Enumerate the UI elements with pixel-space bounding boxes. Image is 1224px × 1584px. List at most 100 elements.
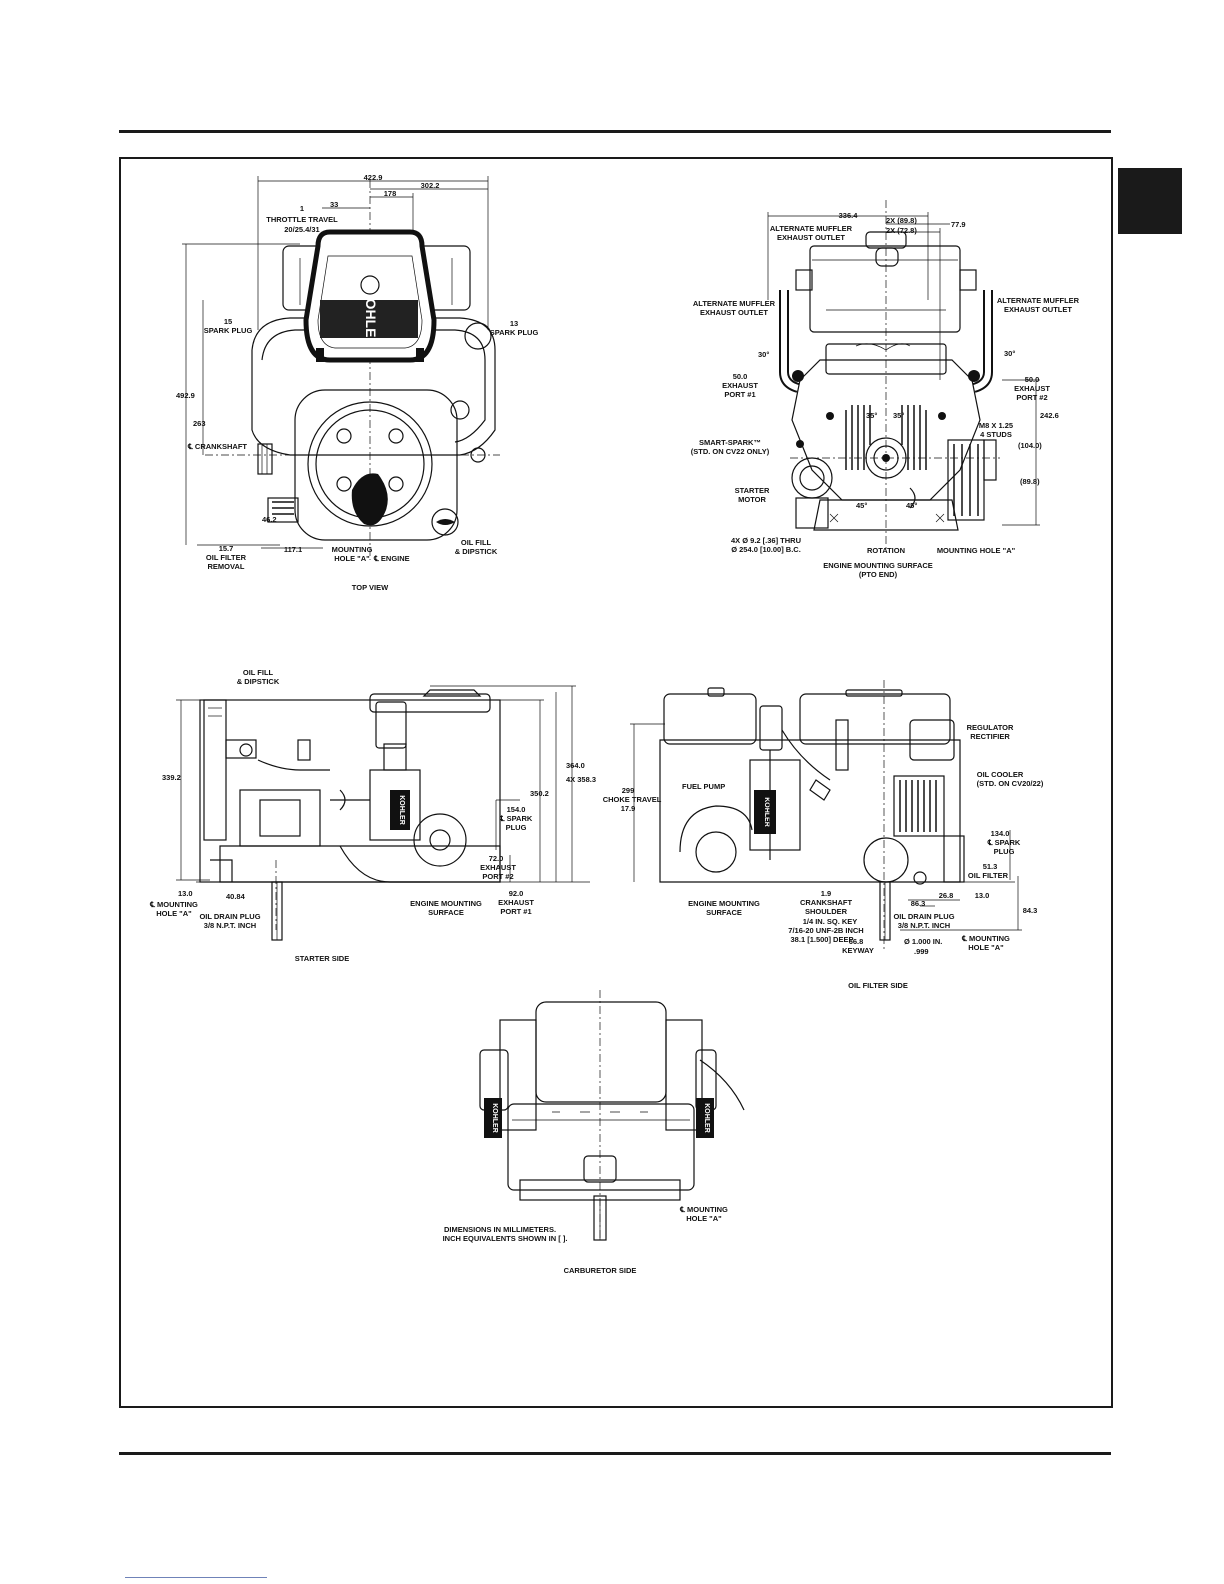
ss-dim-4x358: 4X 358.3 xyxy=(566,775,596,784)
pto-starter-l1: STARTER xyxy=(735,486,770,495)
pto-dim-2x72: 2X (72.8) xyxy=(886,226,917,235)
carb-brand-a: KOHLER xyxy=(491,1103,498,1133)
pto-alt-left-l2: EXHAUST OUTLET xyxy=(700,308,768,317)
of-choke-l1: CHOKE TRAVEL xyxy=(603,795,662,804)
top-oilfilter-num: 15.7 xyxy=(219,544,234,553)
pto-angle-35b: 35° xyxy=(893,411,904,420)
of-spark-num: 134.0 xyxy=(991,829,1010,838)
pto-ex2-l2: PORT #2 xyxy=(1016,393,1047,402)
ss-spark-l1: ℄ SPARK xyxy=(499,814,533,823)
top-oilfill-l2: & DIPSTICK xyxy=(455,547,498,556)
ss-mount-l2: HOLE "A" xyxy=(156,909,192,918)
top-dim-263: 263 xyxy=(193,419,206,428)
ss-ex2-num: 72.0 xyxy=(489,854,504,863)
top-throttle-label: THROTTLE TRAVEL xyxy=(266,215,338,224)
svg-text:KOHLER: KOHLER xyxy=(398,795,405,825)
top-spark13-num: 13 xyxy=(510,319,518,328)
ss-caption: STARTER SIDE xyxy=(295,954,349,963)
pto-ex2-l1: EXHAUST xyxy=(1014,384,1050,393)
of-choke-num: 299 xyxy=(622,786,635,795)
ss-mount-l1: ℄ MOUNTING xyxy=(149,900,198,909)
ss-ex2-l1: EXHAUST xyxy=(480,863,516,872)
ss-dim-13: 13.0 xyxy=(178,889,193,898)
of-dim-1-9: 1.9 xyxy=(821,889,831,898)
top-mount-l2: HOLE "A" xyxy=(334,554,370,563)
top-spark15-label: SPARK PLUG xyxy=(204,326,253,335)
of-ems-l2: SURFACE xyxy=(706,908,742,917)
top-dim-33: 33 xyxy=(330,200,338,209)
starter-side-view: KOHLER OIL FILL & DIPSTICK 339.2 364.0 4… xyxy=(149,668,596,963)
pto-ex1-l1: EXHAUST xyxy=(722,381,758,390)
pto-end-view: 336.4 2X (89.8) 77.9 2X (72.8) ALTERNATE… xyxy=(691,200,1080,579)
of-dim-13: 13.0 xyxy=(975,891,990,900)
carb-brand-b: KOHLER xyxy=(703,1103,710,1133)
carb-caption: CARBURETOR SIDE xyxy=(564,1266,637,1275)
top-throttle-num: 1 xyxy=(300,204,304,213)
pto-holes-l2: Ø 254.0 [10.00] B.C. xyxy=(731,545,801,554)
of-dim-86: 86.3 xyxy=(911,899,926,908)
pto-caption-l1: ENGINE MOUNTING SURFACE xyxy=(823,561,933,570)
top-dim-492: 492.9 xyxy=(176,391,195,400)
pto-angle-45b: 45° xyxy=(906,501,917,510)
pto-dim-104: (104.0) xyxy=(1018,441,1042,450)
ss-spark-num: 154.0 xyxy=(507,805,526,814)
ss-ex2-l2: PORT #2 xyxy=(482,872,513,881)
top-engine-cl: ℄ ENGINE xyxy=(373,554,410,563)
pto-ex1-num: 50.0 xyxy=(733,372,748,381)
ss-drain-l1: OIL DRAIN PLUG xyxy=(199,912,260,921)
top-spark13-label: SPARK PLUG xyxy=(490,328,539,337)
of-spark-l2: PLUG xyxy=(994,847,1015,856)
footer-link xyxy=(125,1577,267,1578)
ss-dim-350: 350.2 xyxy=(530,789,549,798)
pto-smart-l1: SMART-SPARK™ xyxy=(699,438,761,447)
section-tab xyxy=(1118,168,1182,234)
pto-starter-l2: MOTOR xyxy=(738,495,766,504)
top-view-caption: TOP VIEW xyxy=(352,583,389,592)
ss-ems-l1: ENGINE MOUNTING xyxy=(410,899,482,908)
pto-alt-right-l2: EXHAUST OUTLET xyxy=(1004,305,1072,314)
pto-angle-30b: 30° xyxy=(1004,349,1015,358)
of-dim-26: 26.8 xyxy=(939,891,954,900)
top-dim-46: 46.2 xyxy=(262,515,277,524)
of-reg-l2: RECTIFIER xyxy=(970,732,1010,741)
top-dim-117: 117.1 xyxy=(284,545,302,554)
ss-spark-l2: PLUG xyxy=(506,823,527,832)
ss-dim-339: 339.2 xyxy=(162,773,181,782)
top-mount-l1: MOUNTING xyxy=(332,545,373,554)
oil-filter-side-view: KOHLER REGULATOR RECTIFIER OIL COOLER (S… xyxy=(603,680,1044,990)
of-mount-l1: ℄ MOUNTING xyxy=(961,934,1010,943)
of-spark-l1: ℄ SPARK xyxy=(987,838,1021,847)
carb-mount-l2: HOLE "A" xyxy=(686,1214,722,1223)
pto-alt-right-l1: ALTERNATE MUFFLER xyxy=(997,296,1080,305)
pto-angle-45a: 45° xyxy=(856,501,867,510)
ss-ex1-l2: PORT #1 xyxy=(500,907,531,916)
carb-note-l2: INCH EQUIVALENTS SHOWN IN [ ]. xyxy=(443,1234,568,1243)
of-filter-num: 51.3 xyxy=(983,862,998,871)
pto-alt-left-l1: ALTERNATE MUFFLER xyxy=(693,299,776,308)
of-key-l3: 38.1 [1.500] DEEP xyxy=(791,935,854,944)
pto-angle-30a: 30° xyxy=(758,350,769,359)
top-throttle-vals: 20/25.4/31 xyxy=(284,225,319,234)
ss-oilfill-l2: & DIPSTICK xyxy=(237,677,280,686)
ss-drain-l2: 3/8 N.P.T. INCH xyxy=(204,921,256,930)
of-key-l1: 1/4 IN. SQ. KEY xyxy=(803,917,858,926)
ss-dim-40: 40.84 xyxy=(226,892,246,901)
top-crankshaft: ℄ CRANKSHAFT xyxy=(187,442,247,451)
ss-ems-l2: SURFACE xyxy=(428,908,464,917)
of-choke-val: 17.9 xyxy=(621,804,636,813)
pto-dim-336: 336.4 xyxy=(839,211,859,220)
pto-ex2-num: 50.0 xyxy=(1025,375,1040,384)
top-spark15-num: 15 xyxy=(224,317,232,326)
ss-oilfill-l1: OIL FILL xyxy=(243,668,274,677)
pto-alt-top-l1: ALTERNATE MUFFLER xyxy=(770,224,853,233)
pto-dim-89: (89.8) xyxy=(1020,477,1040,486)
of-filter-l1: OIL FILTER xyxy=(968,871,1009,880)
pto-dim-242: 242.6 xyxy=(1040,411,1059,420)
pto-holes-l1: 4X Ø 9.2 [.36] THRU xyxy=(731,536,801,545)
of-shoulder-l2: SHOULDER xyxy=(805,907,848,916)
of-shaft-dia2: .999 xyxy=(914,947,929,956)
pto-dim-77: 77.9 xyxy=(951,220,966,229)
pto-dim-2x89: 2X (89.8) xyxy=(886,216,917,225)
top-dim-overall: 422.9 xyxy=(364,173,383,182)
